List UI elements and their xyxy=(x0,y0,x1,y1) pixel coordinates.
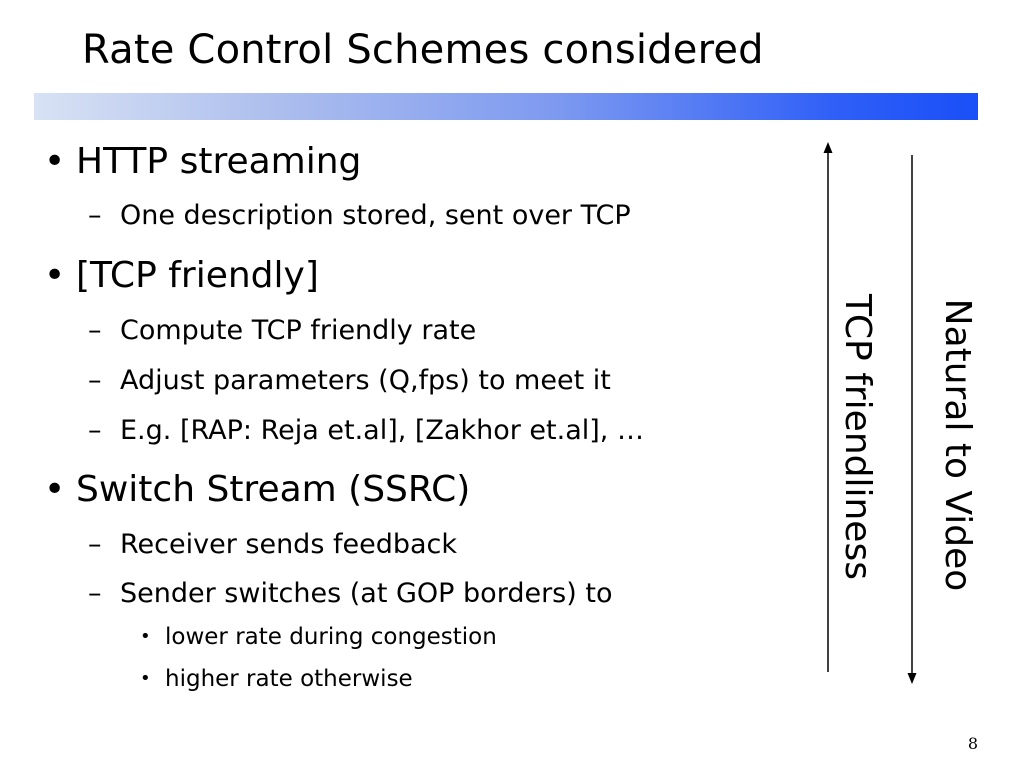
sub-bullet: –Compute TCP friendly rate xyxy=(88,314,476,348)
dash-mark: – xyxy=(88,415,102,446)
sub-sub-bullet-text: lower rate during congestion xyxy=(165,624,497,650)
sub-bullet-text: Sender switches (at GOP borders) to xyxy=(120,578,613,609)
bullet-text: Switch Stream (SSRC) xyxy=(76,469,471,510)
arrow-up-icon xyxy=(823,142,833,153)
small-bullet-mark: • xyxy=(140,626,151,647)
sub-bullet: –Sender switches (at GOP borders) to xyxy=(88,577,612,611)
sub-bullet-text: E.g. [RAP: Reja et.al], [Zakhor et.al], … xyxy=(120,415,644,446)
sub-bullet: –Adjust parameters (Q,fps) to meet it xyxy=(88,364,611,398)
title-gradient-bar xyxy=(34,93,978,120)
sub-sub-bullet: • higher rate otherwise xyxy=(140,664,413,694)
arrow-down-icon xyxy=(907,673,917,684)
sub-sub-bullet: • lower rate during congestion xyxy=(140,622,497,652)
sub-bullet-text: Adjust parameters (Q,fps) to meet it xyxy=(120,365,611,396)
natural-to-video-label: Natural to Video xyxy=(937,298,978,592)
page-number: 8 xyxy=(967,734,978,753)
bullet-tcp-friendly: •[TCP friendly] xyxy=(44,254,319,298)
natural-to-video-arrow xyxy=(907,155,917,684)
tcp-friendliness-arrow xyxy=(823,142,833,672)
bullet-text: HTTP streaming xyxy=(76,141,362,182)
dash-mark: – xyxy=(88,365,102,396)
bullet-text: [TCP friendly] xyxy=(76,255,319,296)
tcp-friendliness-label: TCP friendliness xyxy=(837,294,878,580)
dash-mark: – xyxy=(88,578,102,609)
sub-sub-bullet-text: higher rate otherwise xyxy=(165,666,413,692)
slide-body: •HTTP streaming –One description stored,… xyxy=(44,140,644,694)
dash-mark: – xyxy=(88,315,102,346)
sub-bullet-text: Receiver sends feedback xyxy=(120,529,457,560)
sub-bullet: –One description stored, sent over TCP xyxy=(88,199,631,233)
sub-bullet-text: Compute TCP friendly rate xyxy=(120,315,477,346)
sub-bullet-text: One description stored, sent over TCP xyxy=(120,200,631,231)
sub-bullet: –Receiver sends feedback xyxy=(88,528,457,562)
bullet-http-streaming: •HTTP streaming xyxy=(44,140,361,184)
small-bullet-mark: • xyxy=(140,668,151,689)
bullet-mark: • xyxy=(44,255,66,296)
bullet-mark: • xyxy=(44,469,66,510)
slide-title: Rate Control Schemes considered xyxy=(82,27,764,73)
bullet-switch-stream: •Switch Stream (SSRC) xyxy=(44,468,470,512)
bullet-mark: • xyxy=(44,141,66,182)
dash-mark: – xyxy=(88,529,102,560)
dash-mark: – xyxy=(88,200,102,231)
sub-bullet: –E.g. [RAP: Reja et.al], [Zakhor et.al],… xyxy=(88,414,644,448)
